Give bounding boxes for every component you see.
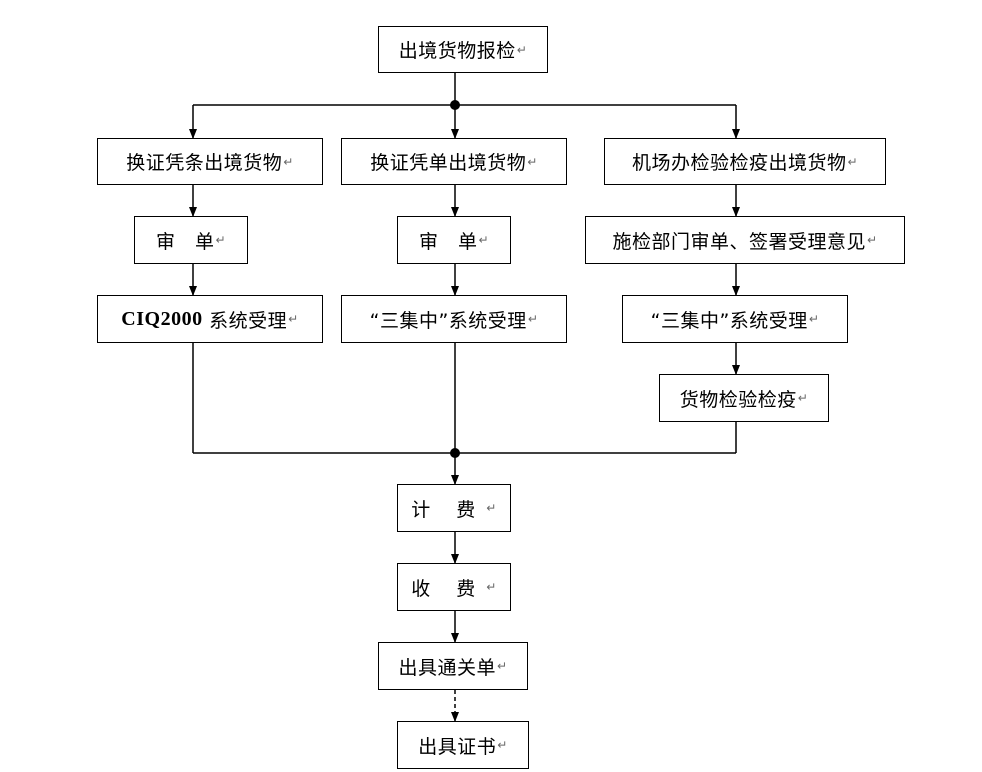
return-mark-icon: ↵ [527, 312, 539, 326]
merge-junction-dot [450, 448, 460, 458]
return-mark-icon: ↵ [797, 391, 809, 405]
node-col1-review-label: 审 单 [155, 230, 215, 253]
node-col3-inspect-label: 货物检验检疫 [679, 388, 797, 411]
return-mark-icon: ↵ [215, 233, 227, 247]
node-col2-system-label: “三集中”系统受理 [369, 309, 527, 332]
node-col1-review: 审 单↵ [134, 216, 248, 264]
node-col2-system: “三集中”系统受理↵ [341, 295, 567, 343]
node-col3-item-label: 机场办检验检疫出境货物 [631, 152, 847, 174]
node-certificate-label: 出具证书 [418, 735, 497, 758]
return-mark-icon: ↵ [283, 154, 294, 169]
return-mark-icon: ↵ [496, 659, 508, 673]
node-start-label: 出境货物报检 [398, 40, 516, 62]
return-mark-icon: ↵ [478, 233, 490, 247]
node-col1-item: 换证凭条出境货物↵ [97, 138, 323, 185]
node-certificate: 出具证书↵ [397, 721, 529, 769]
return-mark-icon: ↵ [808, 312, 820, 326]
node-col2-item-label: 换证凭单出境货物 [370, 152, 527, 174]
return-mark-icon: ↵ [486, 580, 497, 594]
node-start: 出境货物报检↵ [378, 26, 548, 73]
node-charge: 计 费↵ [397, 484, 511, 532]
node-col3-review: 施检部门审单、签署受理意见↵ [585, 216, 905, 264]
return-mark-icon: ↵ [288, 312, 299, 326]
node-col1-system-prefix: CIQ2000 [121, 307, 203, 330]
return-mark-icon: ↵ [516, 42, 528, 57]
node-col1-item-label: 换证凭条出境货物 [126, 152, 283, 174]
node-clearance-label: 出具通关单 [398, 656, 496, 679]
node-charge-label: 计 费 [411, 498, 486, 521]
node-col3-system: “三集中”系统受理↵ [622, 295, 848, 343]
split-junction-dot [450, 100, 460, 110]
node-collect-label: 收 费 [411, 577, 486, 600]
return-mark-icon: ↵ [527, 154, 538, 169]
node-clearance: 出具通关单↵ [378, 642, 528, 690]
node-col2-item: 换证凭单出境货物↵ [341, 138, 567, 185]
node-col3-inspect: 货物检验检疫↵ [659, 374, 829, 422]
node-col2-review: 审 单↵ [397, 216, 511, 264]
return-mark-icon: ↵ [497, 738, 508, 752]
node-col3-system-label: “三集中”系统受理 [650, 309, 808, 332]
return-mark-icon: ↵ [847, 154, 859, 169]
node-col3-item: 机场办检验检疫出境货物↵ [604, 138, 886, 185]
node-col3-review-label: 施检部门审单、签署受理意见 [612, 230, 866, 253]
node-col1-system: CIQ2000 系统受理↵ [97, 295, 323, 343]
node-col2-review-label: 审 单 [418, 230, 478, 253]
node-col1-system-suffix: 系统受理 [202, 309, 288, 332]
return-mark-icon: ↵ [866, 233, 878, 247]
return-mark-icon: ↵ [486, 501, 497, 515]
node-collect: 收 费↵ [397, 563, 511, 611]
